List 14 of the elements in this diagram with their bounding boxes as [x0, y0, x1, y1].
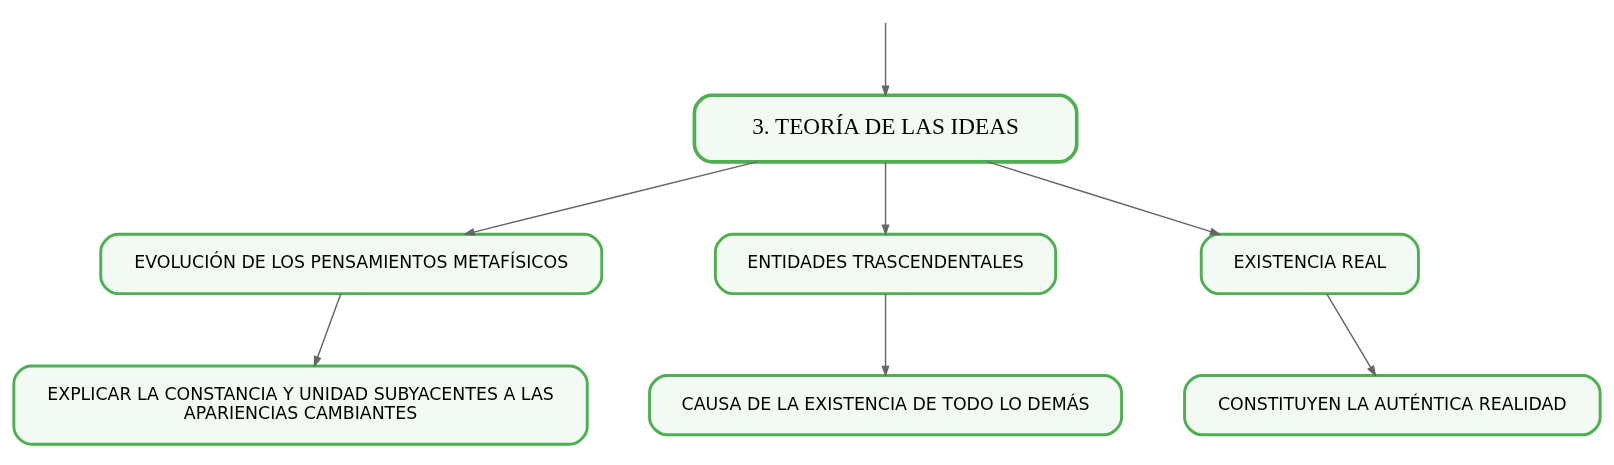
node-box: EXPLICAR LA CONSTANCIA Y UNIDAD SUBYACENTES A LAS APARIENCIAS CAMBIANTES	[12, 364, 589, 446]
node-box: CAUSA DE LA EXISTENCIA DE TODO LO DEMÁS	[648, 373, 1124, 436]
node-box: EXISTENCIA REAL	[1199, 232, 1420, 295]
arrow	[463, 160, 758, 236]
arrow	[881, 21, 890, 97]
node-box: ENTIDADES TRASCENDENTALES	[713, 232, 1058, 295]
arrow	[881, 160, 890, 236]
arrow	[313, 292, 342, 368]
arrow	[881, 292, 890, 377]
arrow	[1326, 292, 1377, 377]
node-box: CONSTITUYEN LA AUTÉNTICA REALIDAD	[1183, 373, 1602, 436]
arrow	[987, 160, 1222, 235]
node-box: 3. TEORÍA DE LAS IDEAS	[692, 92, 1079, 164]
node-box: EVOLUCIÓN DE LOS PENSAMIENTOS METAFÍSICOS	[99, 232, 604, 295]
